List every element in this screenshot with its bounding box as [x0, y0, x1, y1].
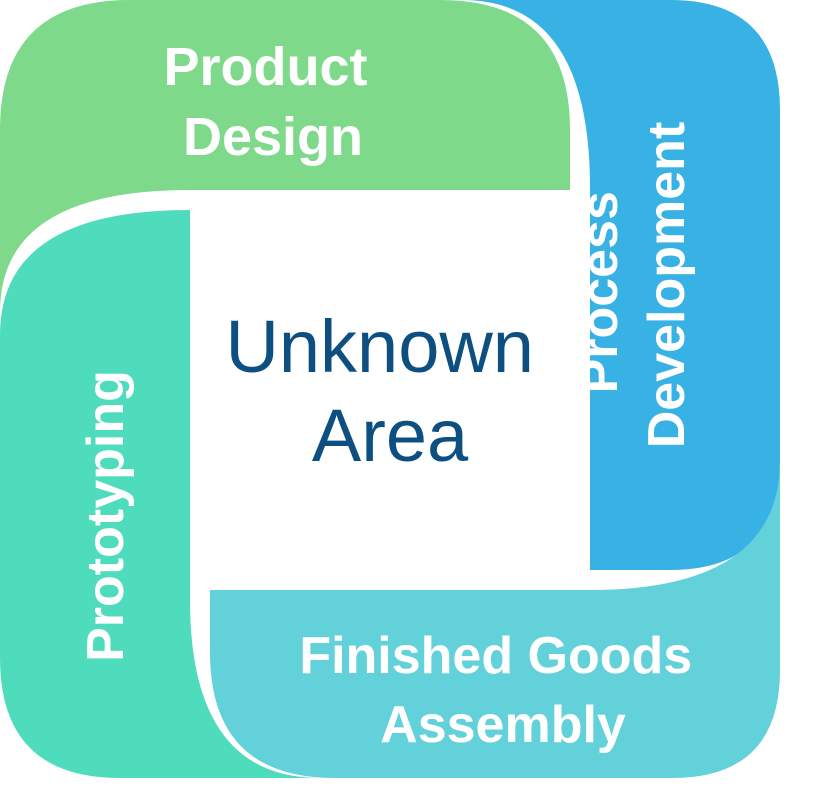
label-product-design: Product Design	[163, 37, 382, 167]
label-process-development-line-1: Process	[571, 191, 629, 393]
label-finished-goods-assembly-line-1: Finished Goods	[299, 627, 692, 685]
label-product-design-line-2: Design	[183, 107, 363, 167]
label-product-design-line-1: Product	[163, 37, 367, 97]
segment-prototyping	[0, 210, 320, 778]
label-prototyping: Prototyping	[77, 370, 135, 662]
label-process-development: Process Development	[571, 122, 696, 449]
label-finished-goods-assembly-line-2: Assembly	[380, 696, 626, 754]
label-process-development-line-2: Development	[638, 122, 696, 449]
center-label: Unknown Area	[225, 305, 554, 477]
segment-product-design	[0, 0, 570, 312]
segment-finished-goods-assembly	[210, 460, 780, 778]
label-finished-goods-assembly: Finished Goods Assembly	[299, 627, 706, 754]
label-prototyping-line-1: Prototyping	[77, 370, 135, 662]
center-label-line-1: Unknown	[225, 305, 534, 388]
segment-process-development	[462, 0, 780, 570]
center-label-line-2: Area	[312, 394, 469, 477]
